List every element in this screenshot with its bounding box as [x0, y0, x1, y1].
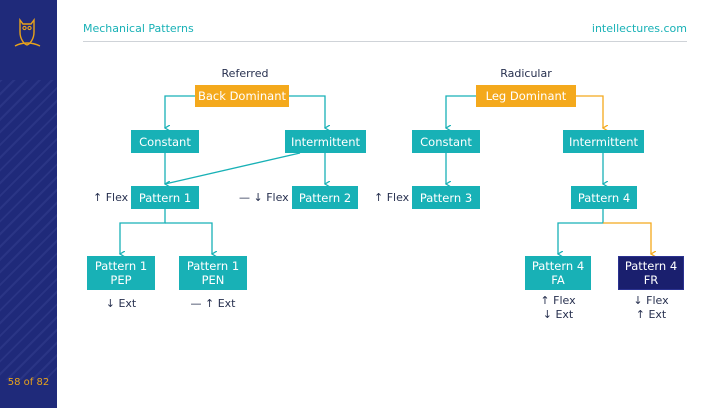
connector-pattern4-to-fr: [603, 222, 651, 254]
label-fa-flex: ↑ Flex: [540, 294, 576, 307]
node-back-dominant: Back Dominant: [195, 85, 289, 107]
connector-pattern4-to-fa: [558, 209, 604, 254]
node-referred-constant: Constant: [131, 130, 199, 153]
page-number: 58 of 82: [7, 377, 50, 388]
node-radicular-intermittent: Intermittent: [563, 130, 644, 153]
connector-pattern1-to-pen: [165, 222, 212, 254]
label-pattern3-flex: ↑ Flex: [374, 191, 410, 204]
node-pattern1-pep-line2: PEP: [110, 273, 132, 287]
sidebar: 58 of 82: [0, 0, 57, 408]
label-pep-ext: ↓ Ext: [105, 297, 137, 310]
node-pattern4: Pattern 4: [571, 186, 637, 209]
node-pattern2: Pattern 2: [292, 186, 358, 209]
label-pattern2-flex: — ↓ Flex: [239, 191, 289, 204]
node-pattern3: Pattern 3: [412, 186, 480, 209]
label-fa-ext: ↓ Ext: [542, 308, 574, 321]
connector-leg-to-constant: [446, 95, 476, 128]
node-leg-dominant: Leg Dominant: [476, 85, 576, 107]
node-pattern1-pen-line1: Pattern 1: [186, 259, 240, 273]
node-pattern4-fr-line1: Pattern 4: [624, 259, 678, 273]
node-radicular-constant: Constant: [412, 130, 480, 153]
node-pattern4-fa-line2: FA: [551, 273, 565, 287]
header-site-link[interactable]: intellectures.com: [591, 22, 687, 35]
sidebar-texture: [0, 80, 57, 380]
connector-back-to-intermittent: [289, 95, 325, 128]
connector-back-to-constant: [165, 95, 195, 128]
label-fr-ext: ↑ Ext: [635, 308, 667, 321]
connector-pattern1-to-pep: [120, 209, 166, 254]
connector-intermittent-to-pattern1: [164, 152, 301, 185]
node-pattern4-fa: Pattern 4 FA: [525, 256, 591, 290]
owl-logo-icon: [14, 17, 41, 47]
node-pattern4-fr: Pattern 4 FR: [618, 256, 684, 290]
header-divider: [83, 41, 687, 42]
label-pen-ext: — ↑ Ext: [190, 297, 236, 310]
heading-referred: Referred: [221, 67, 269, 80]
node-pattern1-pen-line2: PEN: [201, 273, 225, 287]
heading-radicular: Radicular: [500, 67, 552, 80]
node-pattern1-pep: Pattern 1 PEP: [87, 256, 155, 290]
label-pattern1-flex: ↑ Flex: [93, 191, 129, 204]
node-pattern1: Pattern 1: [131, 186, 199, 209]
node-pattern4-fr-line2: FR: [643, 273, 659, 287]
node-pattern1-pen: Pattern 1 PEN: [179, 256, 247, 290]
header-title: Mechanical Patterns: [83, 22, 194, 35]
node-referred-intermittent: Intermittent: [285, 130, 366, 153]
node-pattern4-fa-line1: Pattern 4: [531, 259, 585, 273]
node-pattern1-pep-line1: Pattern 1: [94, 259, 148, 273]
connector-leg-to-intermittent: [576, 95, 603, 128]
label-fr-flex: ↓ Flex: [633, 294, 669, 307]
